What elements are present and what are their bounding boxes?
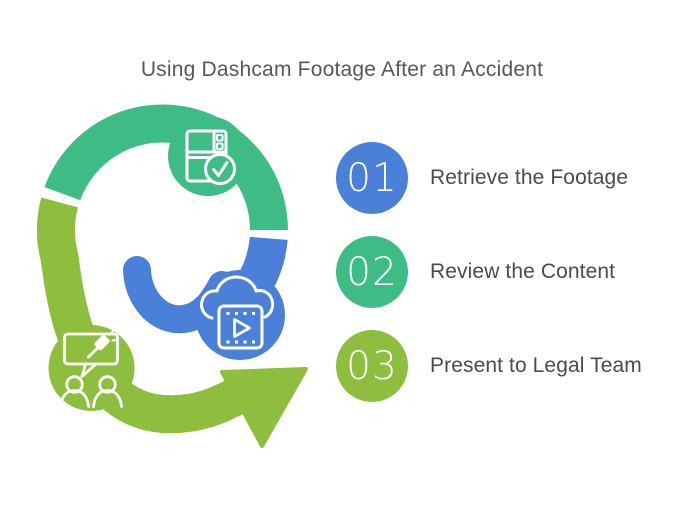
step-label-2: Review the Content [430,260,616,283]
arrow-head [220,367,308,448]
step-row-1: 01 Retrieve the Footage [336,142,628,214]
step-number-badge-2: 02 [336,236,408,308]
cloud-video-icon [200,275,275,350]
step-row-2: 02 Review the Content [336,236,615,308]
film-strip-check-icon [185,129,236,185]
page-title: Using Dashcam Footage After an Accident [140,58,544,81]
step-row-3: 03 Present to Legal Team [336,330,642,402]
film-check-bump [168,116,248,196]
ring-segment-green [44,104,288,231]
step-label-3: Present to Legal Team [430,354,642,377]
step-number-badge-3: 03 [336,330,408,402]
people-gavel-bump [48,325,135,411]
cloud-video-bump [195,270,285,360]
people-gavel-icon [59,330,123,408]
step-label-1: Retrieve the Footage [430,166,629,189]
step-number-badge-1: 01 [336,142,408,214]
